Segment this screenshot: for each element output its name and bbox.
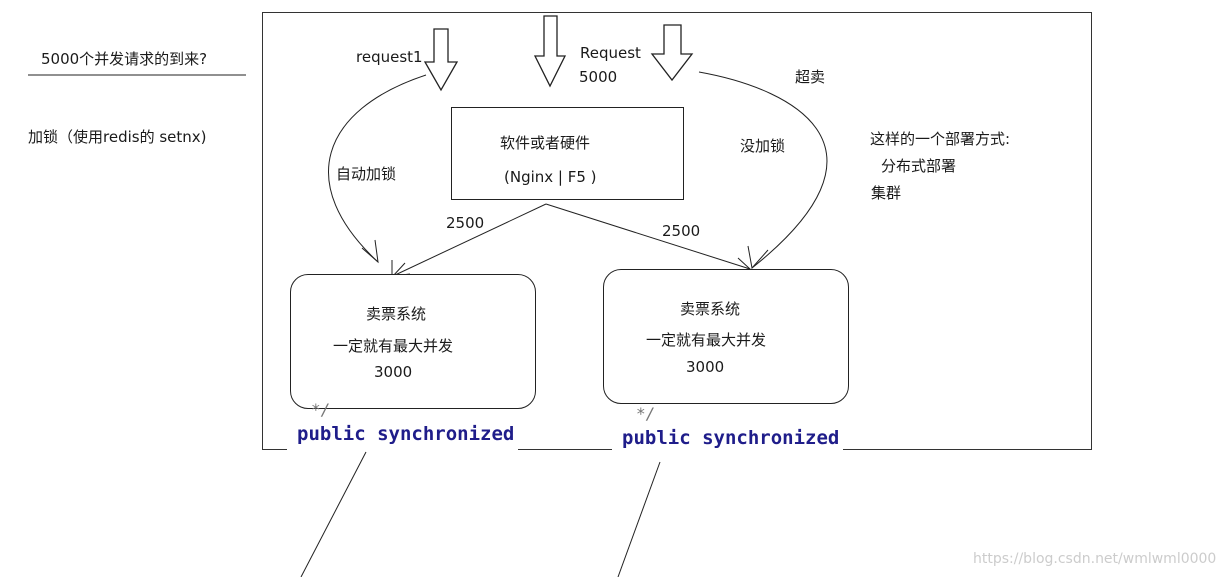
system-title: 卖票系统 — [366, 305, 427, 323]
system-title: 卖票系统 — [680, 300, 741, 318]
code-line-left — [300, 451, 367, 577]
no-lock-label: 没加锁 — [740, 137, 786, 155]
code-snippet-left: public synchronized — [287, 421, 519, 451]
left-split-count: 2500 — [446, 214, 485, 232]
code-comment-left: */ — [311, 400, 331, 419]
ticket-system-left: 卖票系统 一定就有最大并发 3000 — [290, 274, 536, 409]
code-snippet-right: public synchronized — [612, 425, 844, 455]
down-arrow-1 — [423, 28, 459, 92]
code-line-right — [617, 461, 661, 577]
request-label: Request — [580, 44, 641, 62]
deploy-note-line1: 这样的一个部署方式: — [870, 130, 1011, 148]
deploy-note-line3: 集群 — [871, 184, 902, 202]
watermark: https://blog.csdn.net/wmlwml0000 — [973, 551, 1217, 567]
oversell-label: 超卖 — [795, 68, 826, 86]
lock-note: 加锁（使用redis的 setnx) — [28, 128, 207, 146]
request-count: 5000 — [579, 68, 618, 86]
system-desc: 一定就有最大并发 — [646, 331, 767, 349]
system-capacity: 3000 — [686, 358, 725, 376]
balancer-subtitle: (Nginx | F5 ) — [504, 168, 597, 186]
auto-lock-curve — [328, 74, 427, 263]
balancer-title: 软件或者硬件 — [500, 134, 591, 152]
load-balancer-box: 软件或者硬件 (Nginx | F5 ) — [451, 107, 684, 200]
system-capacity: 3000 — [374, 363, 413, 381]
no-lock-curve — [698, 71, 828, 269]
split-line-left — [392, 203, 547, 277]
down-arrow-2 — [533, 15, 567, 88]
code-comment-right: */ — [636, 404, 656, 423]
ticket-system-right: 卖票系统 一定就有最大并发 3000 — [603, 269, 849, 404]
auto-lock-label: 自动加锁 — [336, 165, 397, 183]
system-desc: 一定就有最大并发 — [333, 337, 454, 355]
request1-label: request1 — [356, 48, 423, 66]
right-split-count: 2500 — [662, 222, 701, 240]
split-line-right — [545, 203, 751, 270]
down-arrow-3 — [650, 24, 694, 82]
question-text: 5000个并发请求的到来? — [41, 50, 208, 68]
deploy-note-line2: 分布式部署 — [881, 157, 957, 175]
